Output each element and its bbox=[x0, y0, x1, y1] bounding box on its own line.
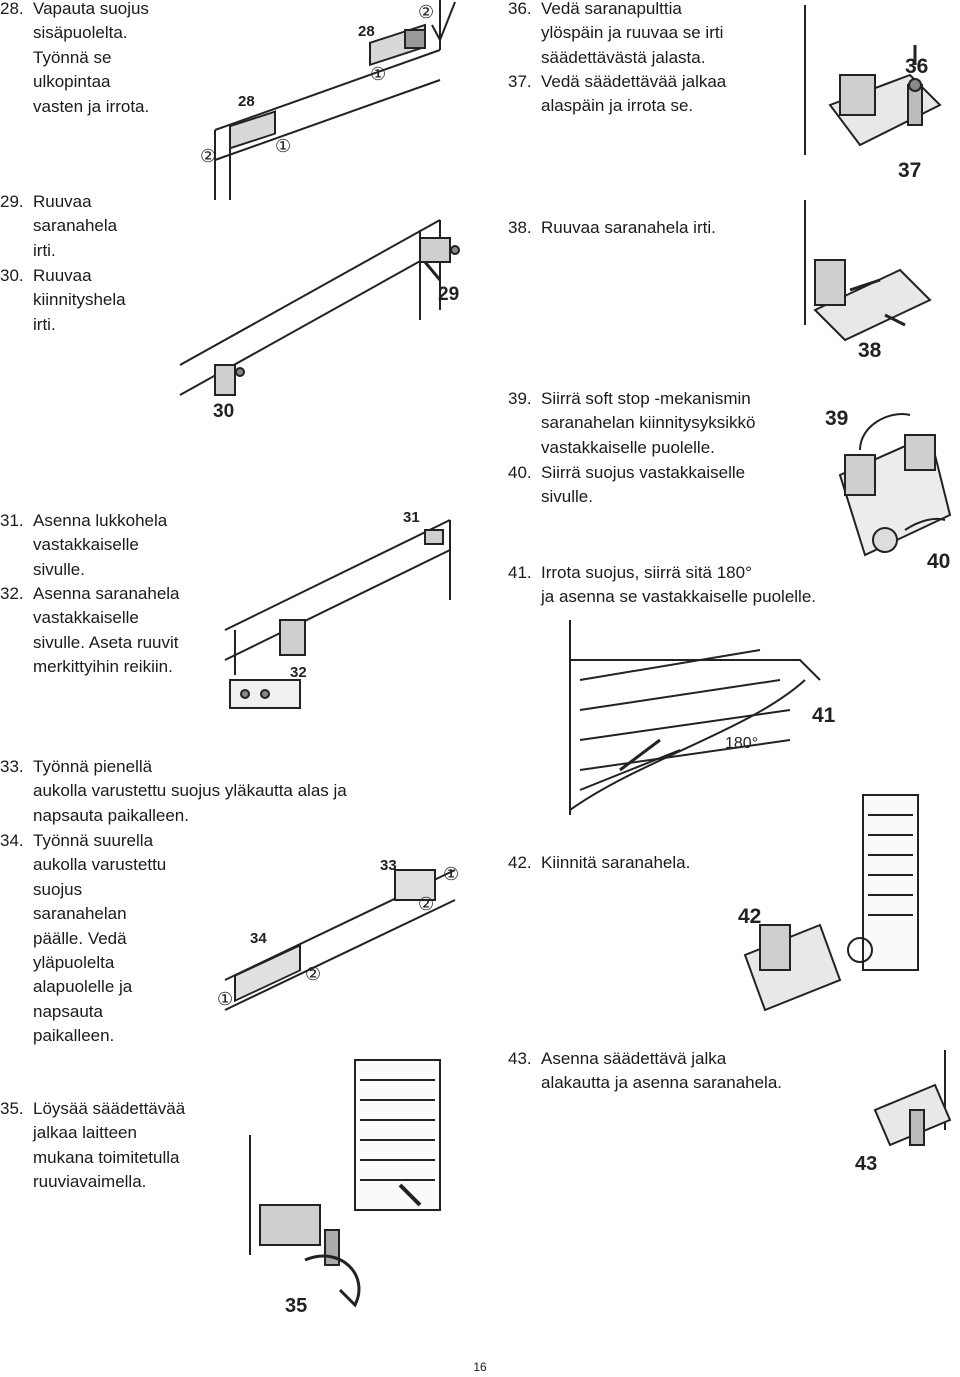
step-number: 32. bbox=[0, 584, 24, 603]
figure-42: 42 bbox=[720, 794, 930, 1035]
step-text: Asenna saranahela vastakkaiselle sivulle… bbox=[33, 584, 180, 677]
step-42: 42. Kiinnitä saranahela. bbox=[508, 851, 690, 875]
step-number: 30. bbox=[0, 266, 24, 285]
figure-28: 28 28 ② ① ② ① bbox=[200, 0, 470, 200]
figure-label: 39 bbox=[825, 407, 848, 430]
step-number: 38. bbox=[508, 218, 532, 237]
step-29: 29. Ruuvaa saranahela irti. bbox=[0, 190, 117, 263]
figure-label: 32 bbox=[290, 664, 307, 681]
step-number: 36. bbox=[508, 0, 532, 18]
step-35: 35. Löysää säädettävää jalkaa laitteen m… bbox=[0, 1097, 185, 1195]
step-number: 28. bbox=[0, 0, 24, 18]
figure-36-37: 36 37 bbox=[790, 5, 960, 190]
step-text: Ruuvaa saranahela irti. bbox=[541, 218, 716, 237]
figure-label: 34 bbox=[250, 930, 267, 947]
figure-label: 31 bbox=[403, 509, 420, 526]
step-number: 34. bbox=[0, 831, 24, 850]
figure-35: 35 bbox=[230, 1055, 460, 1320]
step-38: 38. Ruuvaa saranahela irti. bbox=[508, 216, 716, 240]
step-marker: ② bbox=[418, 2, 434, 23]
figure-29-30: 29 30 bbox=[179, 200, 480, 430]
step-32: 32. Asenna saranahela vastakkaiselle siv… bbox=[0, 582, 180, 680]
step-number: 33. bbox=[0, 757, 24, 776]
step-39: 39. Siirrä soft stop -mekanismin saranah… bbox=[508, 387, 756, 460]
step-number: 31. bbox=[0, 511, 24, 530]
rotation-angle: 180° bbox=[725, 735, 758, 752]
step-number: 37. bbox=[508, 72, 532, 91]
step-40: 40. Siirrä suojus vastakkaiselle sivulle… bbox=[508, 461, 745, 510]
figure-label: 40 bbox=[927, 550, 950, 573]
step-text: Irrota suojus, siirrä sitä 180° ja asenn… bbox=[541, 563, 817, 607]
figure-label: 30 bbox=[213, 401, 234, 422]
figure-33-34: 33 34 ① ② ② ① bbox=[215, 840, 475, 1020]
step-43: 43. Asenna säädettävä jalka alakautta ja… bbox=[508, 1047, 782, 1096]
step-41: 41. Irrota suojus, siirrä sitä 180° ja a… bbox=[508, 561, 816, 610]
figure-43: 43 bbox=[855, 1050, 960, 1175]
step-marker: ② bbox=[305, 964, 321, 985]
step-marker: ① bbox=[370, 64, 386, 85]
step-text: Kiinnitä saranahela. bbox=[541, 853, 691, 872]
step-30: 30. Ruuvaa kiinnityshela irti. bbox=[0, 264, 126, 337]
figure-label: 37 bbox=[898, 159, 921, 182]
step-text: Löysää säädettävää jalkaa laitteen mukan… bbox=[33, 1099, 186, 1192]
step-number: 43. bbox=[508, 1049, 532, 1068]
step-text: Asenna lukkohela vastakkaiselle sivulle. bbox=[33, 511, 168, 579]
step-37: 37. Vedä säädettävää jalkaa alaspäin ja … bbox=[508, 70, 726, 119]
figure-label: 33 bbox=[380, 857, 397, 874]
figure-label: 28 bbox=[238, 93, 255, 110]
step-text: Siirrä suojus vastakkaiselle sivulle. bbox=[541, 463, 746, 507]
page-number: 16 bbox=[473, 1360, 487, 1374]
step-34: 34. Työnnä suurella aukolla varustettu s… bbox=[0, 829, 166, 1049]
step-number: 35. bbox=[0, 1099, 24, 1118]
step-text: Ruuvaa saranahela irti. bbox=[33, 192, 118, 260]
figure-38: 38 bbox=[790, 195, 960, 365]
step-31: 31. Asenna lukkohela vastakkaiselle sivu… bbox=[0, 509, 167, 582]
step-marker: ② bbox=[418, 894, 434, 915]
step-28: 28. Vapauta suojus sisäpuolelta. Työnnä … bbox=[0, 0, 149, 119]
step-33: 33. Työnnä pienellä aukolla varustettu s… bbox=[0, 755, 347, 828]
step-marker: ① bbox=[217, 989, 233, 1010]
figure-41: 41 180° bbox=[560, 620, 850, 820]
step-marker: ① bbox=[275, 136, 291, 157]
figure-label: 38 bbox=[858, 339, 882, 362]
figure-label: 41 bbox=[812, 704, 836, 727]
figure-label: 36 bbox=[905, 55, 928, 78]
figure-label: 35 bbox=[285, 1295, 307, 1317]
step-text: Työnnä pienellä aukolla varustettu suoju… bbox=[33, 757, 347, 825]
step-number: 42. bbox=[508, 853, 532, 872]
figure-label: 43 bbox=[855, 1153, 877, 1175]
figure-label: 28 bbox=[358, 23, 375, 40]
step-marker: ② bbox=[200, 146, 216, 167]
figure-label: 42 bbox=[738, 905, 761, 928]
step-36: 36. Vedä saranapulttia ylöspäin ja ruuva… bbox=[508, 0, 723, 70]
step-number: 40. bbox=[508, 463, 532, 482]
step-number: 41. bbox=[508, 563, 532, 582]
step-text: Vedä säädettävää jalkaa alaspäin ja irro… bbox=[541, 72, 727, 116]
step-number: 29. bbox=[0, 192, 24, 211]
step-text: Siirrä soft stop -mekanismin saranahelan… bbox=[541, 389, 756, 457]
step-text: Vedä saranapulttia ylöspäin ja ruuvaa se… bbox=[541, 0, 724, 67]
step-text: Ruuvaa kiinnityshela irti. bbox=[33, 266, 126, 334]
step-text: Vapauta suojus sisäpuolelta. Työnnä se u… bbox=[33, 0, 150, 116]
step-marker: ① bbox=[443, 864, 459, 885]
step-text: Asenna säädettävä jalka alakautta ja ase… bbox=[541, 1049, 783, 1093]
step-text: Työnnä suurella aukolla varustettu suoju… bbox=[33, 831, 167, 1046]
step-number: 39. bbox=[508, 389, 532, 408]
figure-39-40: 39 40 bbox=[820, 395, 960, 575]
figure-label: 29 bbox=[438, 284, 459, 305]
figure-31-32: 31 32 bbox=[224, 500, 465, 715]
